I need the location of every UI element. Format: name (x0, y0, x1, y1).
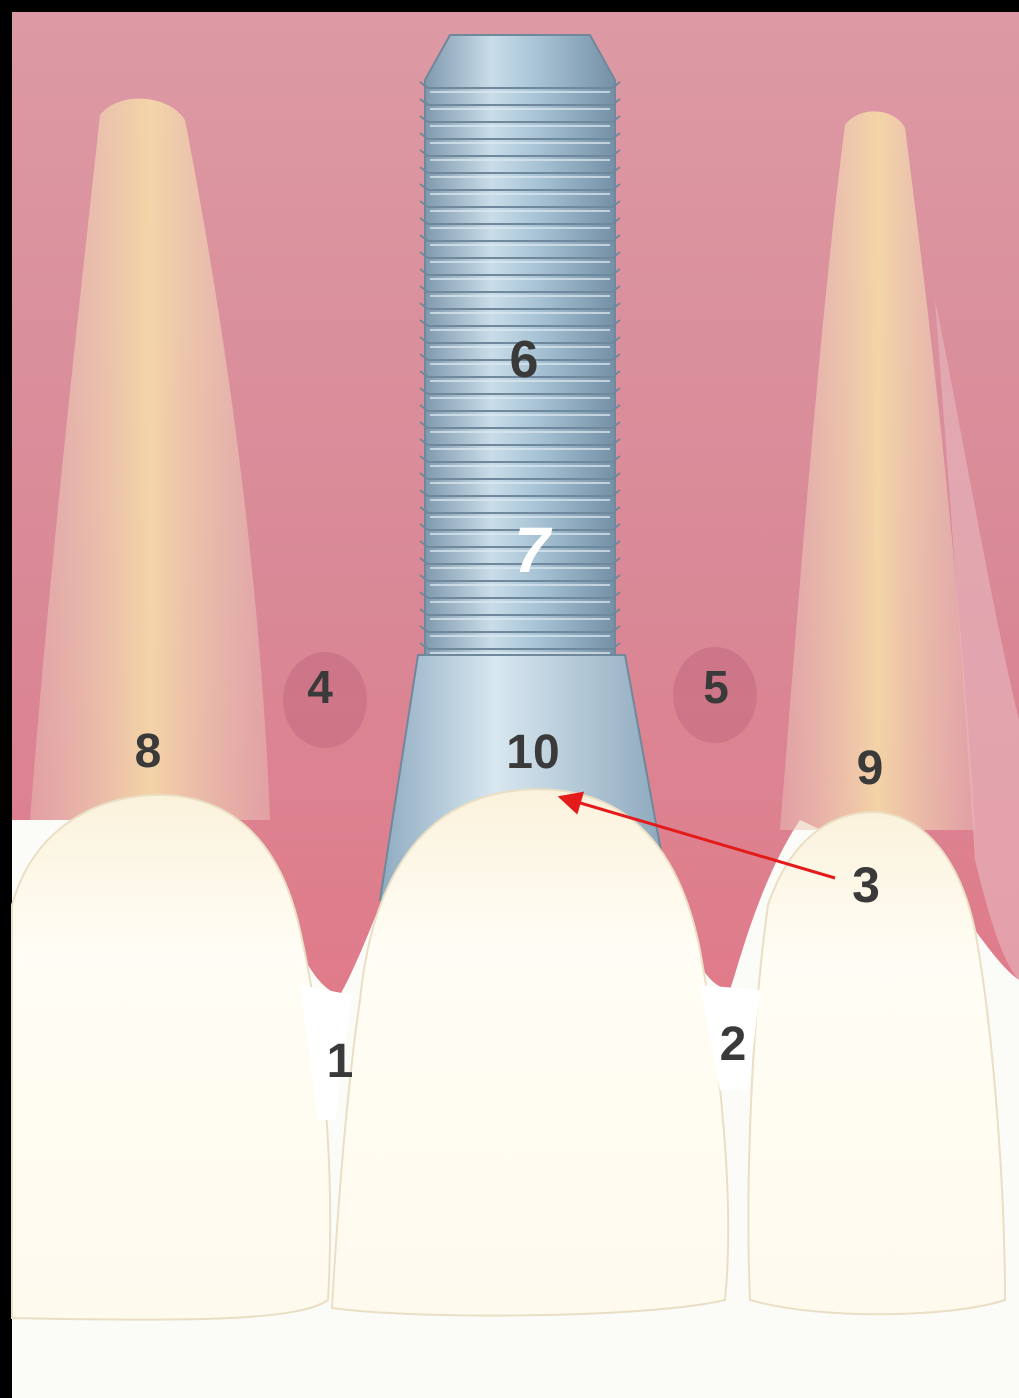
label-10: 10 (506, 726, 559, 779)
label-4: 4 (307, 661, 333, 713)
label-3: 3 (852, 857, 880, 913)
label-1: 1 (327, 1035, 354, 1088)
label-2: 2 (720, 1018, 747, 1071)
label-8: 8 (135, 725, 162, 778)
label-6: 6 (510, 331, 539, 389)
label-9: 9 (857, 742, 884, 795)
label-5: 5 (703, 661, 729, 713)
label-7: 7 (514, 514, 553, 586)
